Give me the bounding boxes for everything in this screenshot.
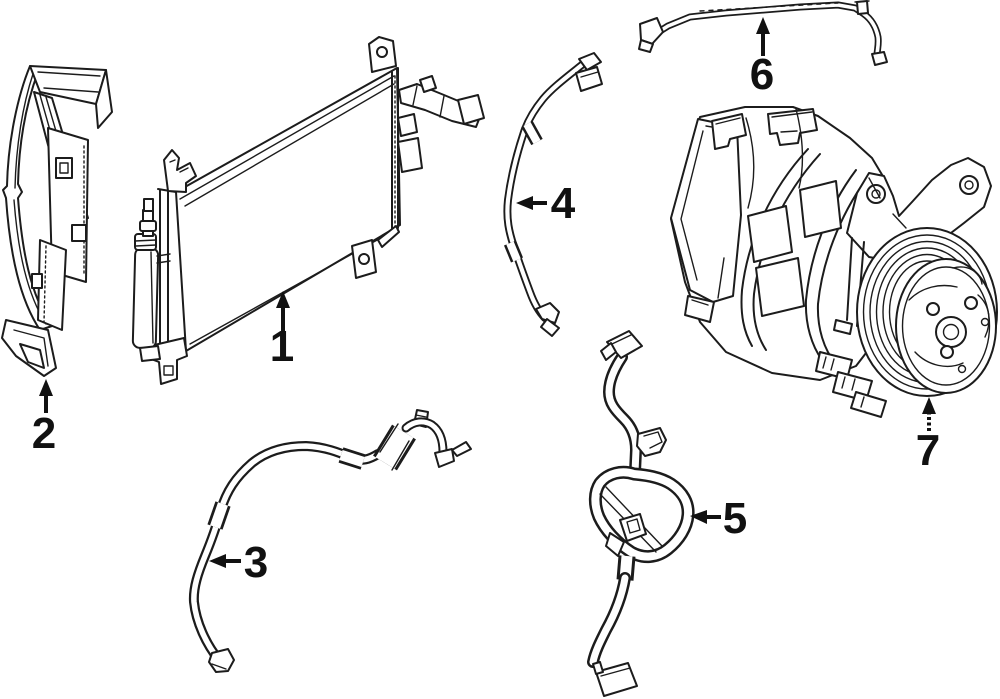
callout-1-arrowhead: [276, 291, 290, 308]
part-tube-assembly-5: [587, 330, 695, 697]
callout-7-label[interactable]: 7: [916, 426, 940, 475]
part-pipe-6: [638, 0, 888, 66]
callout-6-arrowhead: [756, 17, 770, 34]
part-air-baffle: [1, 65, 113, 377]
callout-2-label[interactable]: 2: [32, 409, 56, 458]
callout-4-arrowhead: [516, 196, 533, 210]
callout-5[interactable]: 5: [690, 494, 747, 543]
callout-1[interactable]: 1: [270, 291, 294, 371]
callout-4-label[interactable]: 4: [551, 179, 576, 228]
callout-6[interactable]: 6: [750, 17, 774, 99]
callout-7-arrowhead: [922, 397, 936, 414]
part-hose-3: [188, 409, 472, 673]
callout-3-label[interactable]: 3: [244, 538, 268, 587]
callout-2[interactable]: 2: [32, 379, 56, 458]
part-condenser: [131, 36, 485, 385]
callout-6-label[interactable]: 6: [750, 50, 774, 99]
callout-3[interactable]: 3: [209, 538, 268, 587]
callout-5-label[interactable]: 5: [723, 494, 747, 543]
callout-3-arrowhead: [209, 554, 226, 568]
callout-1-label[interactable]: 1: [270, 322, 294, 371]
callout-4[interactable]: 4: [516, 179, 576, 228]
callout-5-arrowhead: [690, 510, 707, 524]
callout-2-arrowhead: [39, 379, 53, 396]
part-hose-4: [503, 52, 603, 337]
callout-7[interactable]: 7: [916, 397, 940, 475]
part-compressor: [670, 106, 998, 418]
